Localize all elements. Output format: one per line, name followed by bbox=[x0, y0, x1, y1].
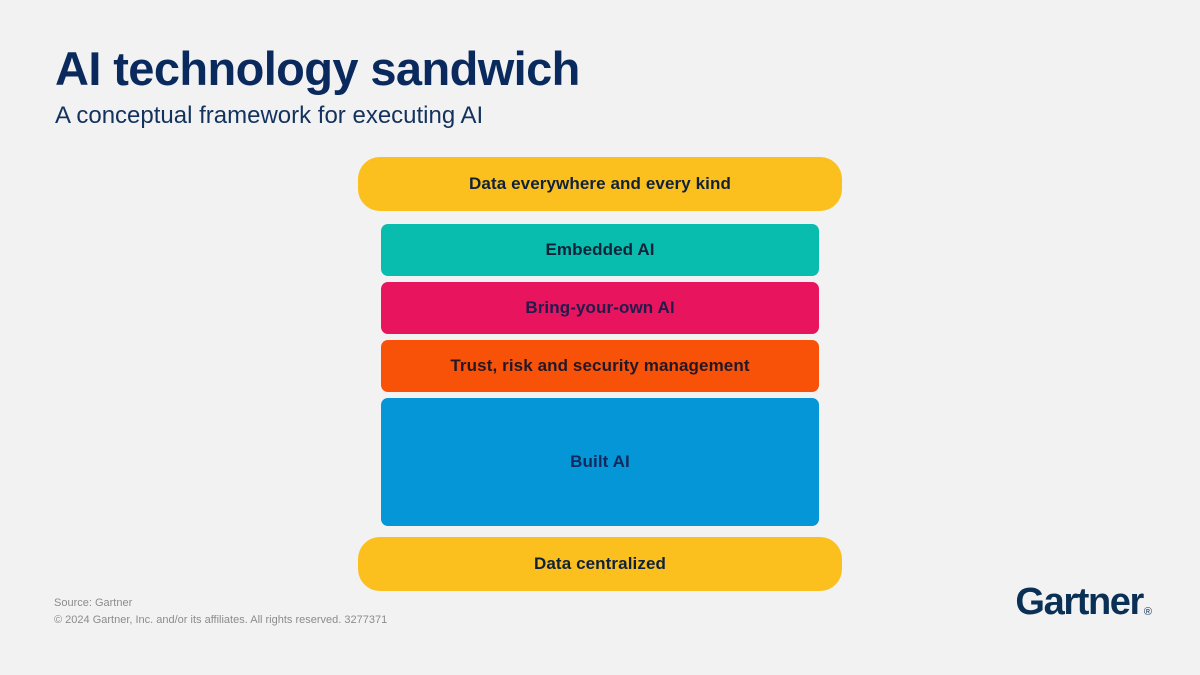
sandwich-layer-filling-1: Embedded AI bbox=[381, 224, 819, 276]
copyright-line: © 2024 Gartner, Inc. and/or its affiliat… bbox=[54, 614, 388, 627]
footer-note: Source: Gartner © 2024 Gartner, Inc. and… bbox=[54, 595, 387, 629]
sandwich-layer-bread-top: Data everywhere and every kind bbox=[358, 157, 842, 211]
page-subtitle: A conceptual framework for executing AI bbox=[55, 102, 484, 130]
page-title: AI technology sandwich bbox=[55, 42, 580, 95]
sandwich-layer-label: Embedded AI bbox=[545, 239, 655, 259]
sandwich-layer-label: Data centralized bbox=[534, 553, 666, 573]
sandwich-layer-filling-3: Trust, risk and security management bbox=[381, 340, 819, 392]
slide-header: AI technology sandwich A conceptual fram… bbox=[55, 44, 955, 130]
sandwich-layer-bread-bottom: Data centralized bbox=[358, 537, 842, 591]
sandwich-layer-filling-4: Built AI bbox=[381, 398, 819, 526]
sandwich-layer-label: Built AI bbox=[570, 451, 630, 471]
gartner-logo-text: Gartner bbox=[1015, 581, 1144, 623]
sandwich-layer-label: Data everywhere and every kind bbox=[469, 173, 731, 193]
sandwich-layer-filling-2: Bring-your-own AI bbox=[381, 282, 819, 334]
source-line: Source: Gartner bbox=[54, 597, 133, 609]
sandwich-layer-label: Trust, risk and security management bbox=[450, 355, 750, 375]
registered-trademark-icon: ® bbox=[1143, 606, 1152, 618]
sandwich-layer-label: Bring-your-own AI bbox=[525, 297, 675, 317]
gartner-logo: Gartner ® bbox=[1015, 583, 1152, 621]
